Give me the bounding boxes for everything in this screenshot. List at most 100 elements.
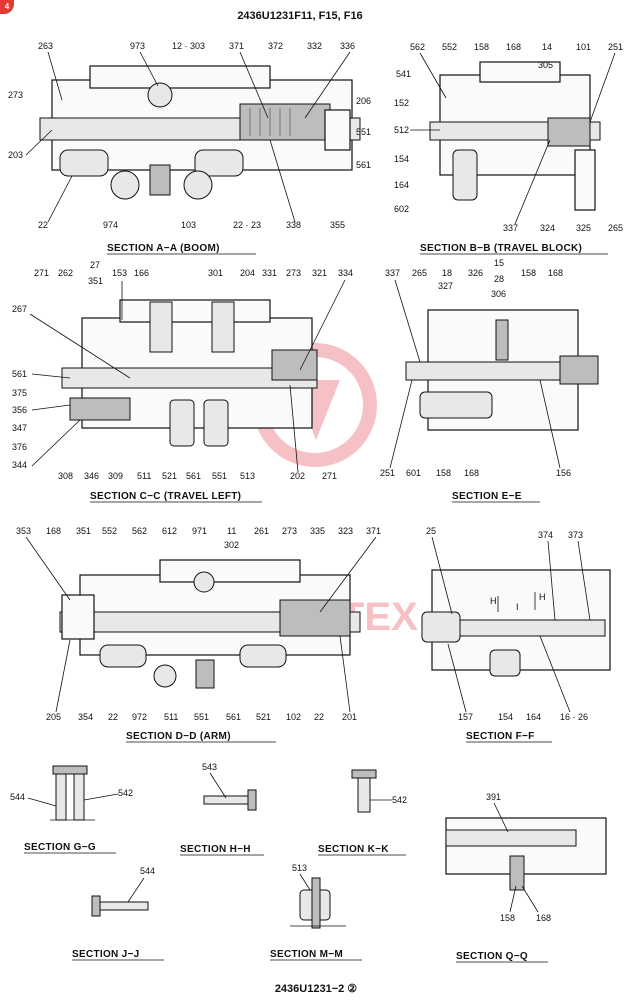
part-number-label: 356 bbox=[12, 405, 27, 415]
part-number-label: 267 bbox=[12, 304, 27, 314]
section-cc-labels: 271 262 27 351 153 166 301 204 331 273 3… bbox=[12, 260, 353, 481]
part-number-label: 273 bbox=[8, 90, 23, 100]
part-number-label: 324 bbox=[540, 223, 555, 233]
part-number-label: 22 bbox=[38, 220, 48, 230]
part-number-label: 22 bbox=[108, 712, 118, 722]
part-number-label: 265 bbox=[608, 223, 623, 233]
section-dd-caption: SECTION D−D (ARM) bbox=[126, 731, 231, 742]
part-number-label: 355 bbox=[330, 220, 345, 230]
section-kk-caption: SECTION K−K bbox=[318, 844, 389, 855]
section-ee-caption: SECTION E−E bbox=[452, 491, 522, 502]
section-qq-labels: 391 158 168 bbox=[486, 792, 551, 923]
part-number-label: 338 bbox=[286, 220, 301, 230]
part-number-label: 101 bbox=[576, 42, 591, 52]
part-number-label: 321 bbox=[312, 268, 327, 278]
part-number-label: 302 bbox=[224, 540, 239, 550]
section-gg-drawing bbox=[50, 765, 95, 821]
part-number-label: 168 bbox=[536, 913, 551, 923]
part-number-label: 164 bbox=[394, 180, 409, 190]
part-number-label: 602 bbox=[394, 204, 409, 214]
section-cc-caption: SECTION C−C (TRAVEL LEFT) bbox=[90, 491, 241, 502]
section-mm-drawing bbox=[290, 877, 346, 929]
part-number-label: 543 bbox=[202, 762, 217, 772]
part-number-label: 154 bbox=[498, 712, 513, 722]
section-cc-drawing bbox=[61, 299, 318, 447]
part-number-label: 512 bbox=[394, 125, 409, 135]
section-qq-drawing bbox=[445, 817, 607, 891]
part-number-label: 351 bbox=[76, 526, 91, 536]
part-number-label: 973 bbox=[130, 41, 145, 51]
part-number-label: 561 bbox=[12, 369, 27, 379]
part-number-label: 158 bbox=[436, 468, 451, 478]
part-number-label: 347 bbox=[12, 423, 27, 433]
section-aa-drawing bbox=[39, 65, 361, 200]
part-number-label: 273 bbox=[282, 526, 297, 536]
part-number-label: 11 bbox=[227, 526, 236, 536]
part-number-label: 152 bbox=[394, 98, 409, 108]
part-number-label: 562 bbox=[132, 526, 147, 536]
part-number-label: 325 bbox=[576, 223, 591, 233]
part-number-label: 391 bbox=[486, 792, 501, 802]
section-hh-labels: 543 bbox=[202, 762, 227, 799]
part-number-label: 561 bbox=[226, 712, 241, 722]
section-mm-labels: 513 bbox=[292, 863, 311, 891]
part-number-label: 561 bbox=[186, 471, 201, 481]
section-mm-caption: SECTION M−M bbox=[270, 949, 343, 960]
part-number-label: 551 bbox=[356, 127, 371, 137]
part-number-label: 334 bbox=[338, 268, 353, 278]
part-number-label: 344 bbox=[12, 460, 27, 470]
part-number-label: 374 bbox=[538, 530, 553, 540]
part-number-label: 306 bbox=[491, 289, 506, 299]
section-aa-caption: SECTION A−A (BOOM) bbox=[107, 243, 220, 254]
section-ee-drawing bbox=[405, 309, 599, 431]
section-aa-labels: 263 973 12 · 303 371 372 332 336 273 206… bbox=[8, 41, 371, 230]
section-dd-labels: 353 168 351 552 562 612 971 11 302 261 2… bbox=[16, 526, 381, 722]
part-number-label: 168 bbox=[506, 42, 521, 52]
part-number-label: 154 bbox=[394, 154, 409, 164]
part-number-label: 336 bbox=[340, 41, 355, 51]
part-number-label: 974 bbox=[103, 220, 118, 230]
part-number-label: 371 bbox=[229, 41, 244, 51]
part-number-label: 251 bbox=[608, 42, 623, 52]
part-number-label: 323 bbox=[338, 526, 353, 536]
corner-badge: 4 bbox=[0, 0, 14, 14]
part-number-label: 971 bbox=[192, 526, 207, 536]
part-number-label: 271 bbox=[322, 471, 337, 481]
part-number-label: 18 bbox=[442, 268, 452, 278]
part-number-label: H bbox=[490, 596, 497, 606]
part-number-label: 22 · 23 bbox=[233, 220, 261, 230]
part-number-label: 158 bbox=[521, 268, 536, 278]
section-kk-labels: 542 bbox=[370, 795, 407, 805]
section-ee-labels: 337 265 18 327 15 28 326 306 158 168 251… bbox=[380, 258, 571, 478]
part-number-label: 542 bbox=[392, 795, 407, 805]
section-bb-caption: SECTION B−B (TRAVEL BLOCK) bbox=[420, 243, 582, 254]
part-number-label: 552 bbox=[442, 42, 457, 52]
part-number-label: 157 bbox=[458, 712, 473, 722]
section-gg-labels: 544 542 bbox=[10, 788, 133, 807]
part-number-label: 542 bbox=[118, 788, 133, 798]
section-ff-labels: 25 374 373 H I H 157 154 164 16 · 26 bbox=[426, 526, 591, 722]
part-number-label: 544 bbox=[140, 866, 155, 876]
part-number-label: 513 bbox=[240, 471, 255, 481]
part-number-label: 521 bbox=[162, 471, 177, 481]
section-jj-labels: 544 bbox=[127, 866, 155, 903]
part-number-label: 346 bbox=[84, 471, 99, 481]
part-number-label: 353 bbox=[16, 526, 31, 536]
part-number-label: 103 bbox=[181, 220, 196, 230]
part-number-label: 373 bbox=[568, 530, 583, 540]
part-number-label: 308 bbox=[58, 471, 73, 481]
section-bb-labels: 562 552 158 168 14 305 101 251 541 152 5… bbox=[394, 42, 623, 233]
part-number-label: 27 bbox=[90, 260, 100, 270]
part-number-label: 331 bbox=[262, 268, 277, 278]
part-number-label: 153 bbox=[112, 268, 127, 278]
part-number-label: 511 bbox=[137, 471, 151, 481]
part-number-label: 205 bbox=[46, 712, 61, 722]
part-number-label: 305 bbox=[538, 60, 553, 70]
part-number-label: 271 bbox=[34, 268, 49, 278]
part-number-label: 273 bbox=[286, 268, 301, 278]
part-number-label: 168 bbox=[548, 268, 563, 278]
part-number-label: 22 bbox=[314, 712, 324, 722]
part-number-label: 102 bbox=[286, 712, 301, 722]
section-qq-caption: SECTION Q−Q bbox=[456, 951, 528, 962]
